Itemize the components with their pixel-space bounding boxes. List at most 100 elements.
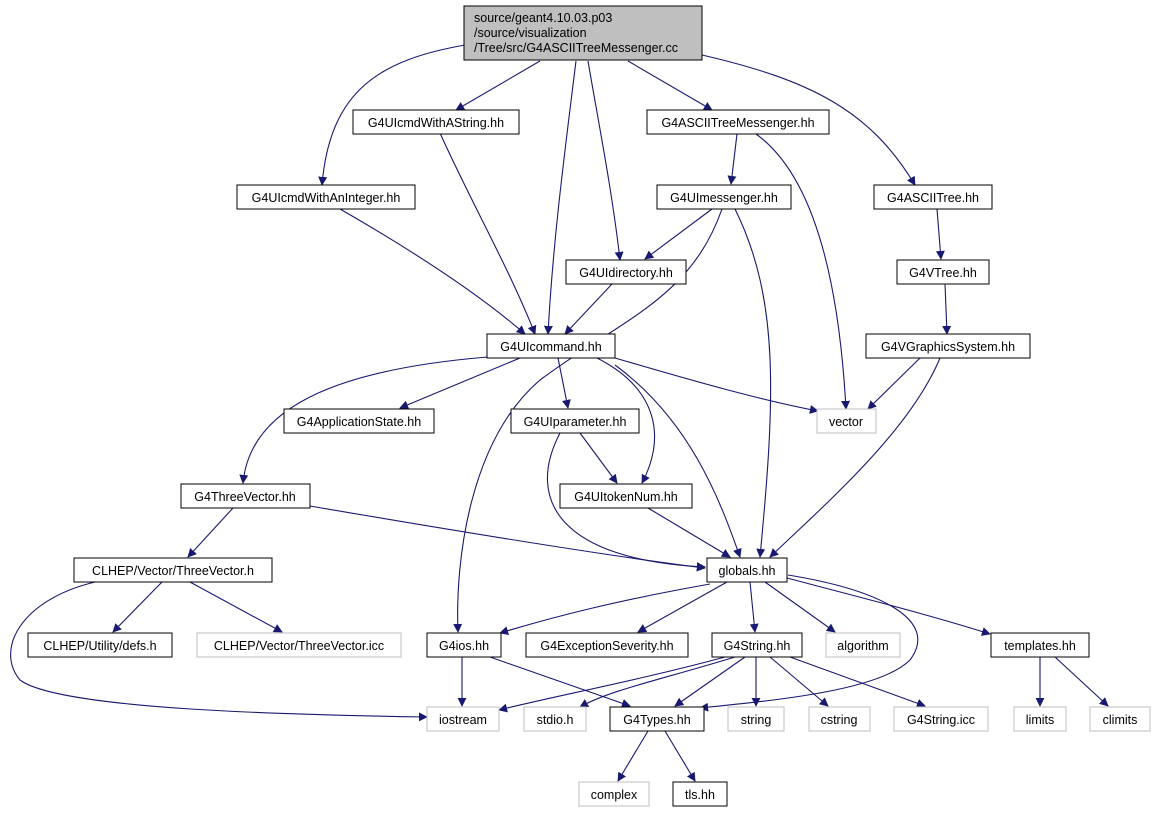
node-label: G4Types.hh xyxy=(623,713,690,727)
node-g4vtree[interactable]: G4VTree.hh xyxy=(896,259,990,285)
edge-threevector-globals xyxy=(309,505,706,572)
node-string: string xyxy=(727,706,785,732)
edge-globals-templates xyxy=(786,577,991,636)
node-g4asciitreemessenger[interactable]: G4ASCIITreeMessenger.hh xyxy=(646,109,830,135)
node-iostream: iostream xyxy=(426,706,500,732)
node-label: G4UIcommand.hh xyxy=(500,340,601,354)
node-g4string-icc: G4String.icc xyxy=(893,706,989,732)
edge-g4types-tls xyxy=(664,730,696,782)
edge-globals-g4string xyxy=(749,581,759,633)
node-g4uiparameter[interactable]: G4UIparameter.hh xyxy=(510,408,640,434)
edge-uicommand-globals xyxy=(614,364,742,558)
node-g4applicationstate[interactable]: G4ApplicationState.hh xyxy=(283,408,435,434)
edge-g4string-iostream xyxy=(498,656,726,713)
node-label: G4UIdirectory.hh xyxy=(579,266,673,280)
edge-uicommand-uiparameter xyxy=(557,357,571,409)
edge-uidirectory-uicommand xyxy=(564,283,613,335)
edge-asciimessenger-uimessenger xyxy=(727,133,738,185)
node-label: stdio.h xyxy=(537,713,574,727)
node-clhep-threevector-h[interactable]: CLHEP/Vector/ThreeVector.h xyxy=(73,557,273,583)
node-g4uicmdwithastring[interactable]: G4UIcmdWithAString.hh xyxy=(352,109,520,135)
node-cstring: cstring xyxy=(808,706,871,732)
node-complex: complex xyxy=(578,781,650,807)
root-line-3: /Tree/src/G4ASCIITreeMessenger.cc xyxy=(474,41,678,55)
node-label: G4UImessenger.hh xyxy=(670,191,778,205)
node-label: climits xyxy=(1103,713,1138,727)
edge-uicommand-uitokennum xyxy=(596,357,656,484)
node-label: iostream xyxy=(439,713,487,727)
edge-globals-exception xyxy=(637,581,728,633)
edge-root-uicommand xyxy=(543,60,577,335)
edge-uicommand-appstate xyxy=(399,357,521,410)
node-stdio: stdio.h xyxy=(523,706,587,732)
edge-root-cmdastring xyxy=(455,60,541,111)
edge-uicommand-threevector xyxy=(239,356,489,484)
node-label: G4String.icc xyxy=(907,713,975,727)
edge-clheptv-defs xyxy=(112,581,163,633)
node-g4uimessenger[interactable]: G4UImessenger.hh xyxy=(656,184,792,210)
node-label: G4VTree.hh xyxy=(909,266,977,280)
node-label: G4ThreeVector.hh xyxy=(194,490,296,504)
edge-templates-climits xyxy=(1054,656,1109,707)
node-label: G4ASCIITreeMessenger.hh xyxy=(661,116,814,130)
node-climits: climits xyxy=(1089,706,1151,732)
edge-globals-g4types xyxy=(699,574,919,712)
node-clhep-utility-defs[interactable]: CLHEP/Utility/defs.h xyxy=(27,632,173,658)
node-templates[interactable]: templates.hh xyxy=(990,632,1090,658)
node-limits: limits xyxy=(1013,706,1067,732)
node-label: cstring xyxy=(821,713,858,727)
node-label: complex xyxy=(591,788,638,802)
edge-cmdaninteger-uicommand xyxy=(339,208,526,335)
edge-vgraphics-globals xyxy=(769,357,941,558)
node-label: G4UIparameter.hh xyxy=(524,415,627,429)
edge-cmdastring-uicommand xyxy=(439,132,537,335)
node-vector: vector xyxy=(816,408,877,434)
edge-uimessenger-globals xyxy=(734,208,772,558)
node-g4exceptionseverity[interactable]: G4ExceptionSeverity.hh xyxy=(525,632,689,658)
node-label: G4VGraphicsSystem.hh xyxy=(881,340,1015,354)
node-clhep-threevector-icc: CLHEP/Vector/ThreeVector.icc xyxy=(196,632,402,658)
node-g4asciitree[interactable]: G4ASCIITree.hh xyxy=(873,184,993,210)
edge-clheptv-tvicc xyxy=(189,581,283,633)
node-g4vgraphicssystem[interactable]: G4VGraphicsSystem.hh xyxy=(865,333,1031,359)
node-label: algorithm xyxy=(837,639,888,653)
node-g4threevector[interactable]: G4ThreeVector.hh xyxy=(180,483,311,509)
node-label: G4String.hh xyxy=(724,639,791,653)
node-label: CLHEP/Vector/ThreeVector.icc xyxy=(214,639,384,653)
node-globals[interactable]: globals.hh xyxy=(706,557,788,583)
node-algorithm: algorithm xyxy=(825,632,901,658)
node-label: G4ASCIITree.hh xyxy=(887,191,979,205)
root-line-1: source/geant4.10.03.p03 xyxy=(474,11,612,25)
edge-g4string-g4types xyxy=(674,656,746,707)
root-line-2: /source/visualization xyxy=(474,26,587,40)
edge-g4types-complex xyxy=(617,730,649,782)
node-g4string[interactable]: G4String.hh xyxy=(711,632,803,658)
edge-globals-g4ios xyxy=(499,583,711,635)
node-label: globals.hh xyxy=(719,564,776,578)
edge-vgraphics-vector xyxy=(867,357,921,410)
node-g4ios[interactable]: G4ios.hh xyxy=(426,632,502,658)
edge-g4ios-g4types xyxy=(489,656,631,708)
node-g4uidirectory[interactable]: G4UIdirectory.hh xyxy=(565,259,687,285)
edge-globals-algorithm xyxy=(764,581,836,633)
edge-asciitree-vtree xyxy=(935,208,945,260)
node-label: limits xyxy=(1026,713,1054,727)
edge-vtree-vgraphics xyxy=(942,283,952,335)
node-label: CLHEP/Utility/defs.h xyxy=(43,639,156,653)
edge-threevector-clheptv xyxy=(187,507,234,558)
nodes: source/geant4.10.03.p03 /source/visualiz… xyxy=(27,5,1151,807)
node-label: G4ios.hh xyxy=(439,639,489,653)
node-g4types[interactable]: G4Types.hh xyxy=(609,706,705,732)
node-label: G4UIcmdWithAString.hh xyxy=(368,116,504,130)
edge-uitokennum-globals xyxy=(647,507,731,558)
node-label: CLHEP/Vector/ThreeVector.h xyxy=(92,564,254,578)
edge-uimessenger-uidirectory xyxy=(644,208,713,260)
node-label: templates.hh xyxy=(1004,639,1076,653)
edge-root-uidirectory xyxy=(587,60,624,261)
node-g4uitokennum[interactable]: G4UItokenNum.hh xyxy=(559,483,693,509)
edge-g4string-g4stringicc xyxy=(789,656,926,708)
node-g4uicmdwithaninteger[interactable]: G4UIcmdWithAnInteger.hh xyxy=(236,184,416,210)
node-tls[interactable]: tls.hh xyxy=(672,781,728,807)
node-g4uicommand[interactable]: G4UIcommand.hh xyxy=(486,333,616,359)
node-label: G4UItokenNum.hh xyxy=(574,490,678,504)
